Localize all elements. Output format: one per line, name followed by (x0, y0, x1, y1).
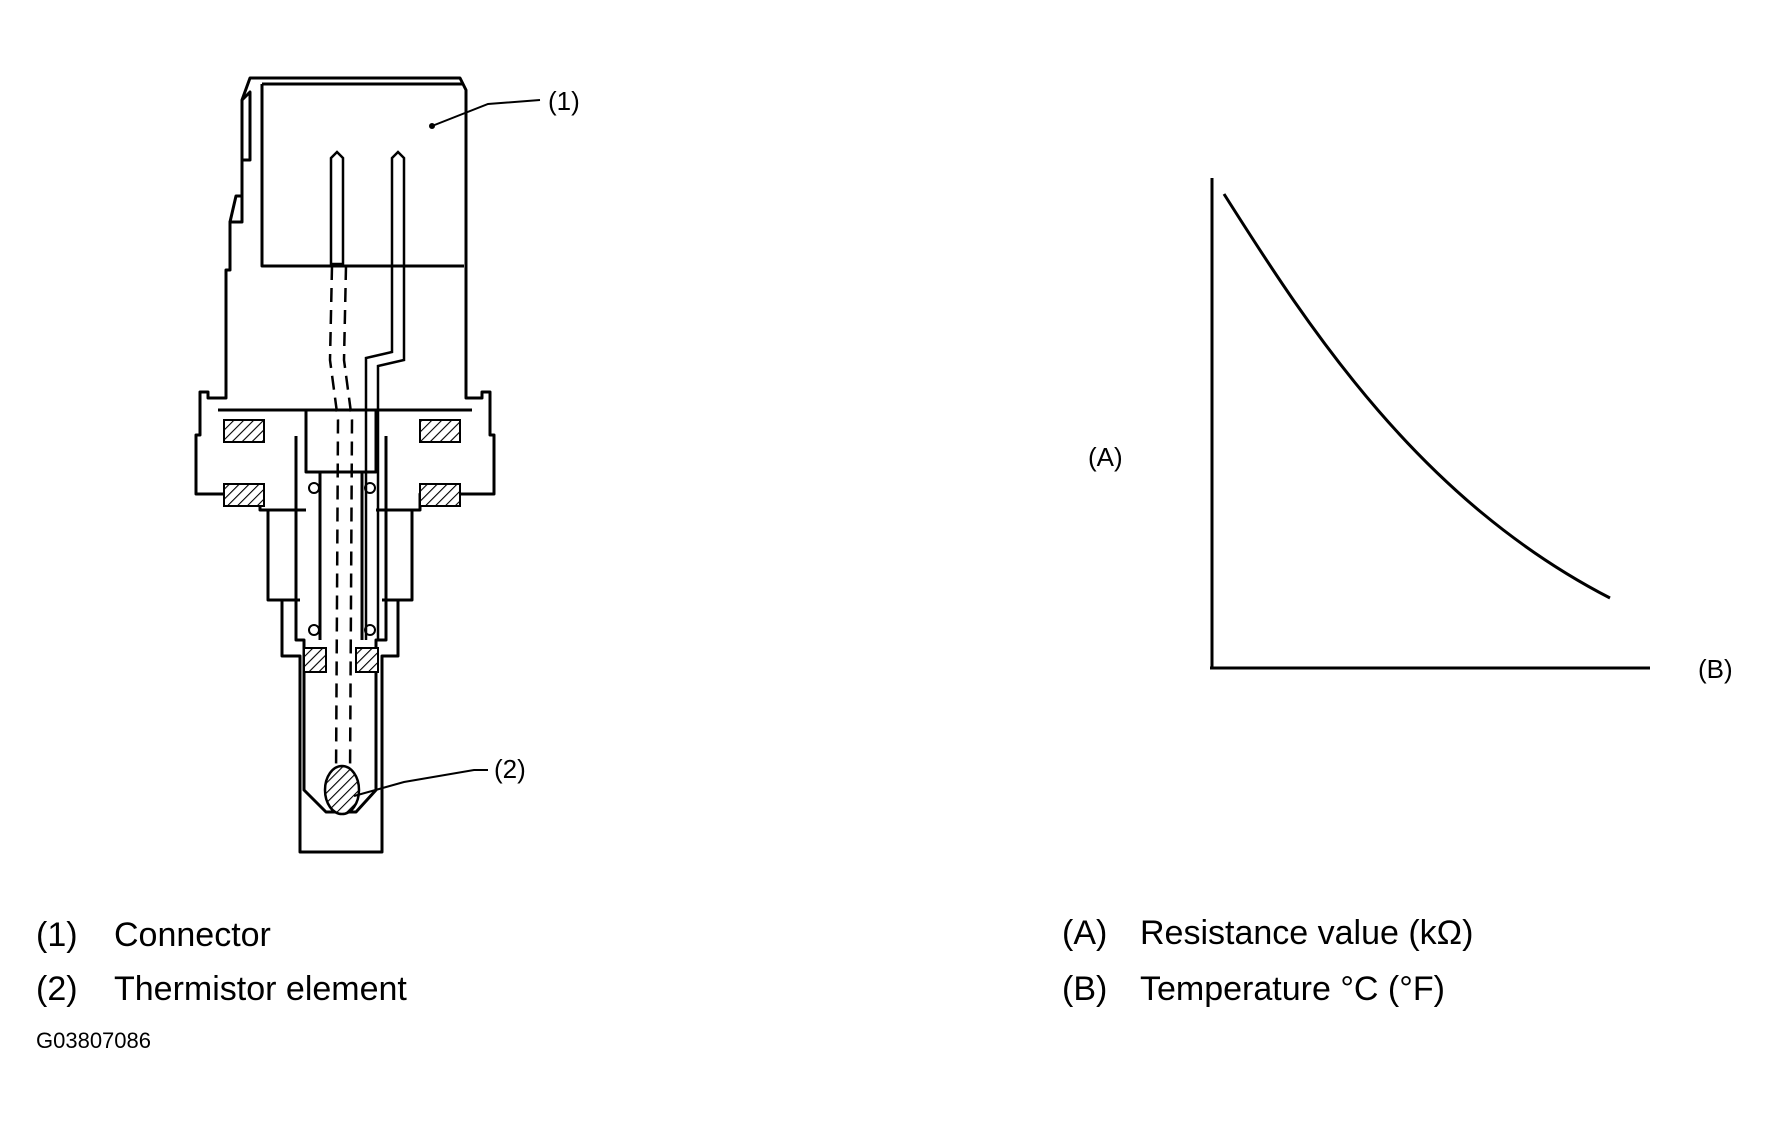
legend-connector: (1) Connector (36, 918, 271, 952)
resistance-graph: (A) (B) (1088, 178, 1733, 684)
sensor-body (194, 76, 496, 854)
graph-y-label: (A) (1088, 442, 1123, 472)
o-rings (308, 482, 376, 636)
gaskets (223, 419, 461, 673)
callout-thermistor: (2) (353, 754, 526, 797)
graph-x-label: (B) (1698, 654, 1733, 684)
legend-thermistor: (2) Thermistor element (36, 972, 407, 1006)
callout-1-label: (1) (548, 86, 580, 116)
callout-2-label: (2) (494, 754, 526, 784)
figure-id: G03807086 (36, 1028, 151, 1053)
legend-key: (1) (36, 916, 78, 954)
legend-key: (A) (1062, 914, 1108, 952)
graph-curve (1222, 193, 1611, 600)
legend-text: Thermistor element (114, 970, 407, 1008)
lead-wires (328, 265, 354, 781)
callout-connector: (1) (429, 86, 580, 129)
legend-resistance: (A) Resistance value (kΩ) (1062, 916, 1473, 950)
legend-key: (B) (1062, 970, 1108, 1008)
legend-key: (2) (36, 970, 78, 1008)
legend-temperature: (B) Temperature °C (°F) (1062, 972, 1445, 1006)
legend-text: Resistance value (kΩ) (1140, 914, 1474, 952)
terminal-pins (329, 150, 406, 640)
legend-text: Temperature °C (°F) (1140, 970, 1445, 1008)
legend-text: Connector (114, 916, 271, 954)
thermistor-element (323, 764, 361, 816)
